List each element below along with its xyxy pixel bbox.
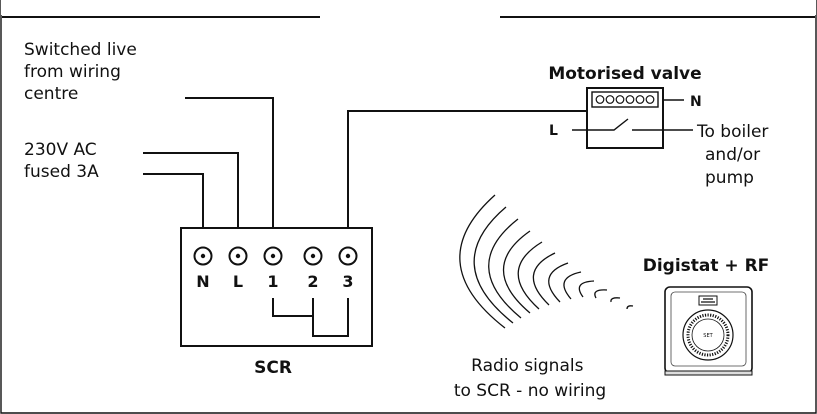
scr-internal-link-2 (312, 298, 349, 337)
switched-live-wire (185, 97, 274, 242)
thermostat-display-icon (698, 295, 718, 306)
valve-terminal-block (591, 91, 659, 108)
scr-label: SCR (254, 358, 292, 378)
scr-terminal-3 (338, 246, 358, 266)
valve-output-line-1: To boiler (696, 122, 768, 142)
radio-caption: Radio signals to SCR - no wiring (454, 356, 606, 401)
scr-terminal-1 (263, 246, 283, 266)
valve-feed-wire (347, 110, 587, 242)
valve-output-label: To boiler and/or pump (696, 122, 774, 188)
terminal-label-n: N (196, 272, 209, 291)
terminal-label-3: 3 (342, 272, 353, 291)
radio-caption-line-1: Radio signals (471, 356, 583, 376)
terminal-label-l: L (233, 272, 243, 291)
thermostat-dial (682, 309, 734, 361)
valve-label: Motorised valve (548, 64, 701, 84)
supply-line-2: fused 3A (24, 162, 99, 182)
valve-switch-contact (572, 118, 693, 131)
thermostat-dial-text: SET (703, 333, 713, 339)
switched-live-line-2: from wiring (24, 62, 121, 82)
scr-terminal-2 (303, 246, 323, 266)
valve-output-line-2: and/or (705, 145, 760, 165)
valve-l-label: L (549, 123, 558, 139)
radio-waves (459, 194, 634, 329)
radio-caption-line-2: to SCR - no wiring (454, 381, 606, 401)
supply-line-1: 230V AC (24, 140, 97, 160)
valve-n-label: N (690, 94, 702, 110)
scr-terminal-n (193, 246, 213, 266)
terminal-label-2: 2 (307, 272, 318, 291)
valve-output-line-3: pump (705, 168, 754, 188)
frame-title-strip (1, 0, 816, 15)
terminal-label-1: 1 (267, 272, 278, 291)
scr-internal-link-1 (272, 298, 313, 317)
supply-label: 230V AC fused 3A (24, 140, 102, 182)
switched-live-line-1: Switched live (24, 40, 137, 60)
live-supply-wire (143, 152, 239, 242)
switched-live-label: Switched live from wiring centre (24, 40, 142, 104)
thermostat-label: Digistat + RF (643, 256, 770, 276)
neutral-supply-wire (143, 173, 204, 242)
switched-live-line-3: centre (24, 84, 78, 104)
scr-terminal-l (228, 246, 248, 266)
